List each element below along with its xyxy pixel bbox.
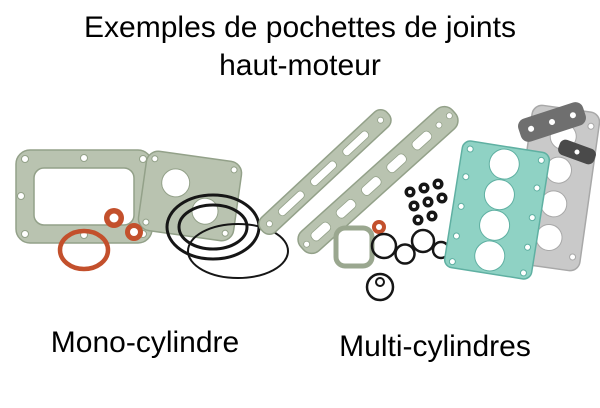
caption-mono-cylindre: Mono-cylindre (50, 326, 240, 359)
mono-secondary-gasket (137, 150, 243, 242)
title-line-2: haut-moteur (219, 49, 381, 82)
caption-multi-cylindres: Multi-cylindres (339, 330, 531, 363)
multi-round-seal (365, 272, 395, 302)
title-line-1: Exemples de pochettes de joints (84, 11, 516, 44)
multi-cover-gasket-1 (258, 109, 392, 235)
multi-valve-stem-seals (404, 178, 448, 226)
multi-small-orings (370, 220, 451, 265)
multi-small-square-gasket (333, 225, 375, 269)
mono-orange-orings (57, 208, 143, 272)
page-title: Exemples de pochettes de joints haut-mot… (0, 9, 600, 85)
multi-head-gasket (443, 140, 551, 280)
mono-gasket-kit (15, 149, 289, 279)
gasket-kits-illustration (15, 102, 600, 302)
multi-gasket-kit (258, 102, 600, 302)
multi-cover-gasket-2 (297, 105, 459, 255)
multi-dark-gaskets (518, 102, 596, 165)
